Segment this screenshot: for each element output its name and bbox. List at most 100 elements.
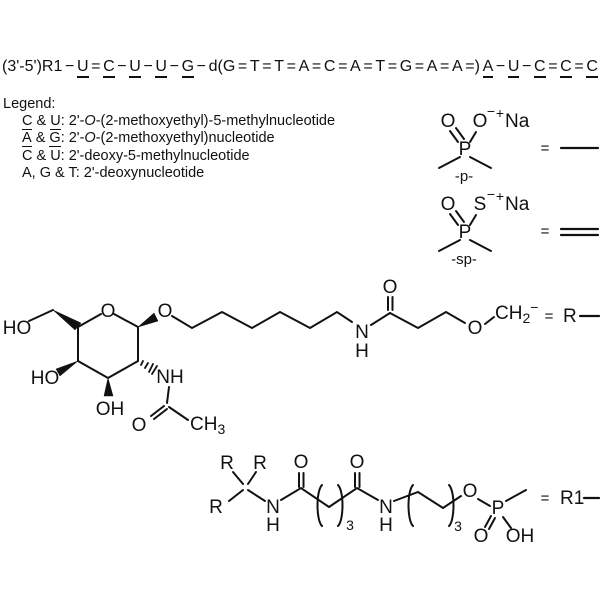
sequence-token: A bbox=[426, 58, 438, 75]
sequence-token: − bbox=[522, 58, 532, 75]
atom-label-thioate-dbl-o: O bbox=[441, 194, 456, 215]
atom-label-oh-c3: OH bbox=[96, 399, 125, 420]
atom-label-sodium: Na bbox=[505, 111, 530, 132]
sequence-token: A bbox=[452, 58, 463, 75]
equals-sign: = bbox=[541, 490, 550, 507]
sequence-token: − bbox=[143, 58, 153, 75]
sequence-token: = bbox=[363, 58, 373, 75]
sequence-token: − bbox=[64, 58, 75, 75]
phosphate-group-p: O O − + Na P -p- = bbox=[438, 103, 600, 185]
r1-phosphate-linker-structure: R R R N H O 3 O N H 3 O P O OH = R1 bbox=[209, 452, 600, 547]
sequence-token: C bbox=[103, 58, 115, 78]
atom-label-glycosidic-o: O bbox=[158, 301, 173, 322]
charge-plus: + bbox=[496, 105, 504, 121]
equals-sign: = bbox=[545, 308, 554, 325]
atom-label-p-dbl-o: O bbox=[474, 526, 489, 547]
diamide-chain-bonds bbox=[280, 486, 379, 509]
legend-item-moe: A & G: 2'-O-(2-methoxyethyl)nucleotide bbox=[22, 130, 275, 148]
wedge-c1-glycosidic-o bbox=[137, 312, 159, 328]
r-substituent-a: R bbox=[220, 453, 234, 474]
atom-label-ether-o: O bbox=[468, 318, 483, 339]
r-group-label: R bbox=[563, 306, 577, 327]
atom-label-n2: N bbox=[379, 497, 393, 518]
atom-label-h2: H bbox=[379, 515, 393, 536]
legend-title: Legend: bbox=[3, 96, 56, 112]
repeat-subscript-2: 3 bbox=[454, 518, 462, 534]
sequence-token: C bbox=[560, 58, 572, 78]
sequence-token: − bbox=[495, 58, 506, 75]
sequence-token: T bbox=[249, 58, 260, 75]
linkage-name-p: -p- bbox=[455, 168, 473, 185]
sequence-token: G bbox=[399, 58, 413, 75]
repeat-bracket-open-2 bbox=[407, 484, 414, 527]
sequence-token: T bbox=[375, 58, 386, 75]
legend-item-moe-5-methyl: C & U: 2'-O-(2-methoxyethyl)-5-methylnuc… bbox=[22, 113, 336, 130]
sequence-token: C bbox=[323, 58, 336, 75]
oligo-sequence-line: (3'-5')R1 − U = C − U − U − G − d(G = T bbox=[2, 58, 598, 78]
atom-label-amide-h: H bbox=[355, 341, 369, 362]
atom-label-carbonyl-o1: O bbox=[294, 452, 309, 473]
phosphorothioate-group-sp: O S − + Na P -sp- = bbox=[438, 186, 600, 268]
atom-label-phosphate-o-neg: O bbox=[473, 111, 488, 132]
atom-label-phosphorus: P bbox=[459, 139, 472, 160]
atom-label-sulfur-neg: S bbox=[474, 194, 487, 215]
repeat-bracket-close-2 bbox=[448, 484, 455, 527]
atom-label-ho-c4: HO bbox=[31, 368, 60, 389]
atom-label-amide-n: N bbox=[355, 322, 369, 343]
sequence-token: =) bbox=[465, 58, 480, 75]
ethylene-chain-bonds bbox=[393, 490, 462, 510]
atom-label-ether-o: O bbox=[463, 481, 478, 502]
sequence-token: = bbox=[286, 58, 296, 75]
linkage-name-sp: -sp- bbox=[451, 251, 477, 268]
legend-item-deoxy: A, G & T: 2'-deoxynucleotide bbox=[22, 164, 205, 181]
propanoyl-chain-bonds bbox=[389, 310, 466, 330]
atom-label-ho-ch2: HO bbox=[3, 318, 32, 339]
atom-label-carbonyl-o2: O bbox=[350, 452, 365, 473]
repeat-subscript-1: 3 bbox=[346, 517, 354, 533]
sequence-token: G bbox=[181, 58, 195, 78]
sequence-token: A bbox=[298, 58, 310, 75]
charge-minus: − bbox=[487, 103, 495, 119]
legend-item-deoxy-5-methyl: C & U: 2'-deoxy-5-methylnucleotide bbox=[22, 147, 250, 164]
sequence-token: U bbox=[129, 58, 141, 78]
wedge-c5-ch2oh bbox=[52, 309, 82, 331]
equals-sign: = bbox=[541, 140, 550, 157]
atom-label-ch2-anion: CH2− bbox=[495, 299, 538, 326]
repeat-bracket-close-1 bbox=[337, 484, 344, 527]
atom-label-p-oh: OH bbox=[506, 526, 535, 547]
hashed-wedge-c2-n bbox=[140, 360, 158, 375]
atom-label-h1: H bbox=[266, 515, 280, 536]
atom-label-sodium: Na bbox=[505, 194, 530, 215]
atom-label-n1: N bbox=[266, 497, 280, 518]
sequence-token: U bbox=[76, 58, 89, 78]
atom-label-phosphorus: P bbox=[459, 222, 472, 243]
wedge-c4-oh bbox=[55, 360, 79, 377]
galnac-linker-structure: HO O O HO OH NH O CH3 N H O O CH2− = R bbox=[3, 277, 600, 437]
sequence-token: = bbox=[91, 58, 101, 75]
sequence-token: = bbox=[262, 58, 272, 75]
atom-label-acetyl-o: O bbox=[132, 415, 147, 436]
atom-label-amide-o: O bbox=[383, 277, 398, 298]
sequence-token: (3'-5')R1 bbox=[2, 58, 63, 75]
atom-label-phosphorus: P bbox=[492, 498, 505, 519]
sequence-token: = bbox=[237, 58, 248, 75]
atom-label-acetyl-ch3: CH3 bbox=[190, 414, 225, 437]
sequence-token: = bbox=[338, 58, 348, 75]
sequence-token: T bbox=[274, 58, 285, 75]
sequence-token: C bbox=[534, 58, 546, 78]
sequence-token: U bbox=[507, 58, 520, 78]
sequence-token: = bbox=[440, 58, 450, 75]
sequence-token: − bbox=[117, 58, 127, 75]
legend: Legend: C & U: 2'-O-(2-methoxyethyl)-5-m… bbox=[3, 96, 335, 182]
sequence-token: U bbox=[155, 58, 167, 78]
sequence-token: A bbox=[350, 58, 361, 75]
sequence-token: C bbox=[586, 58, 598, 78]
sequence-token: = bbox=[387, 58, 398, 75]
sequence-token: = bbox=[311, 58, 322, 75]
hexyl-chain-bonds bbox=[171, 310, 353, 330]
atom-label-nh-acetamido: NH bbox=[156, 367, 183, 388]
charge-minus: − bbox=[487, 186, 495, 202]
atom-label-phosphate-dbl-o: O bbox=[441, 111, 456, 132]
